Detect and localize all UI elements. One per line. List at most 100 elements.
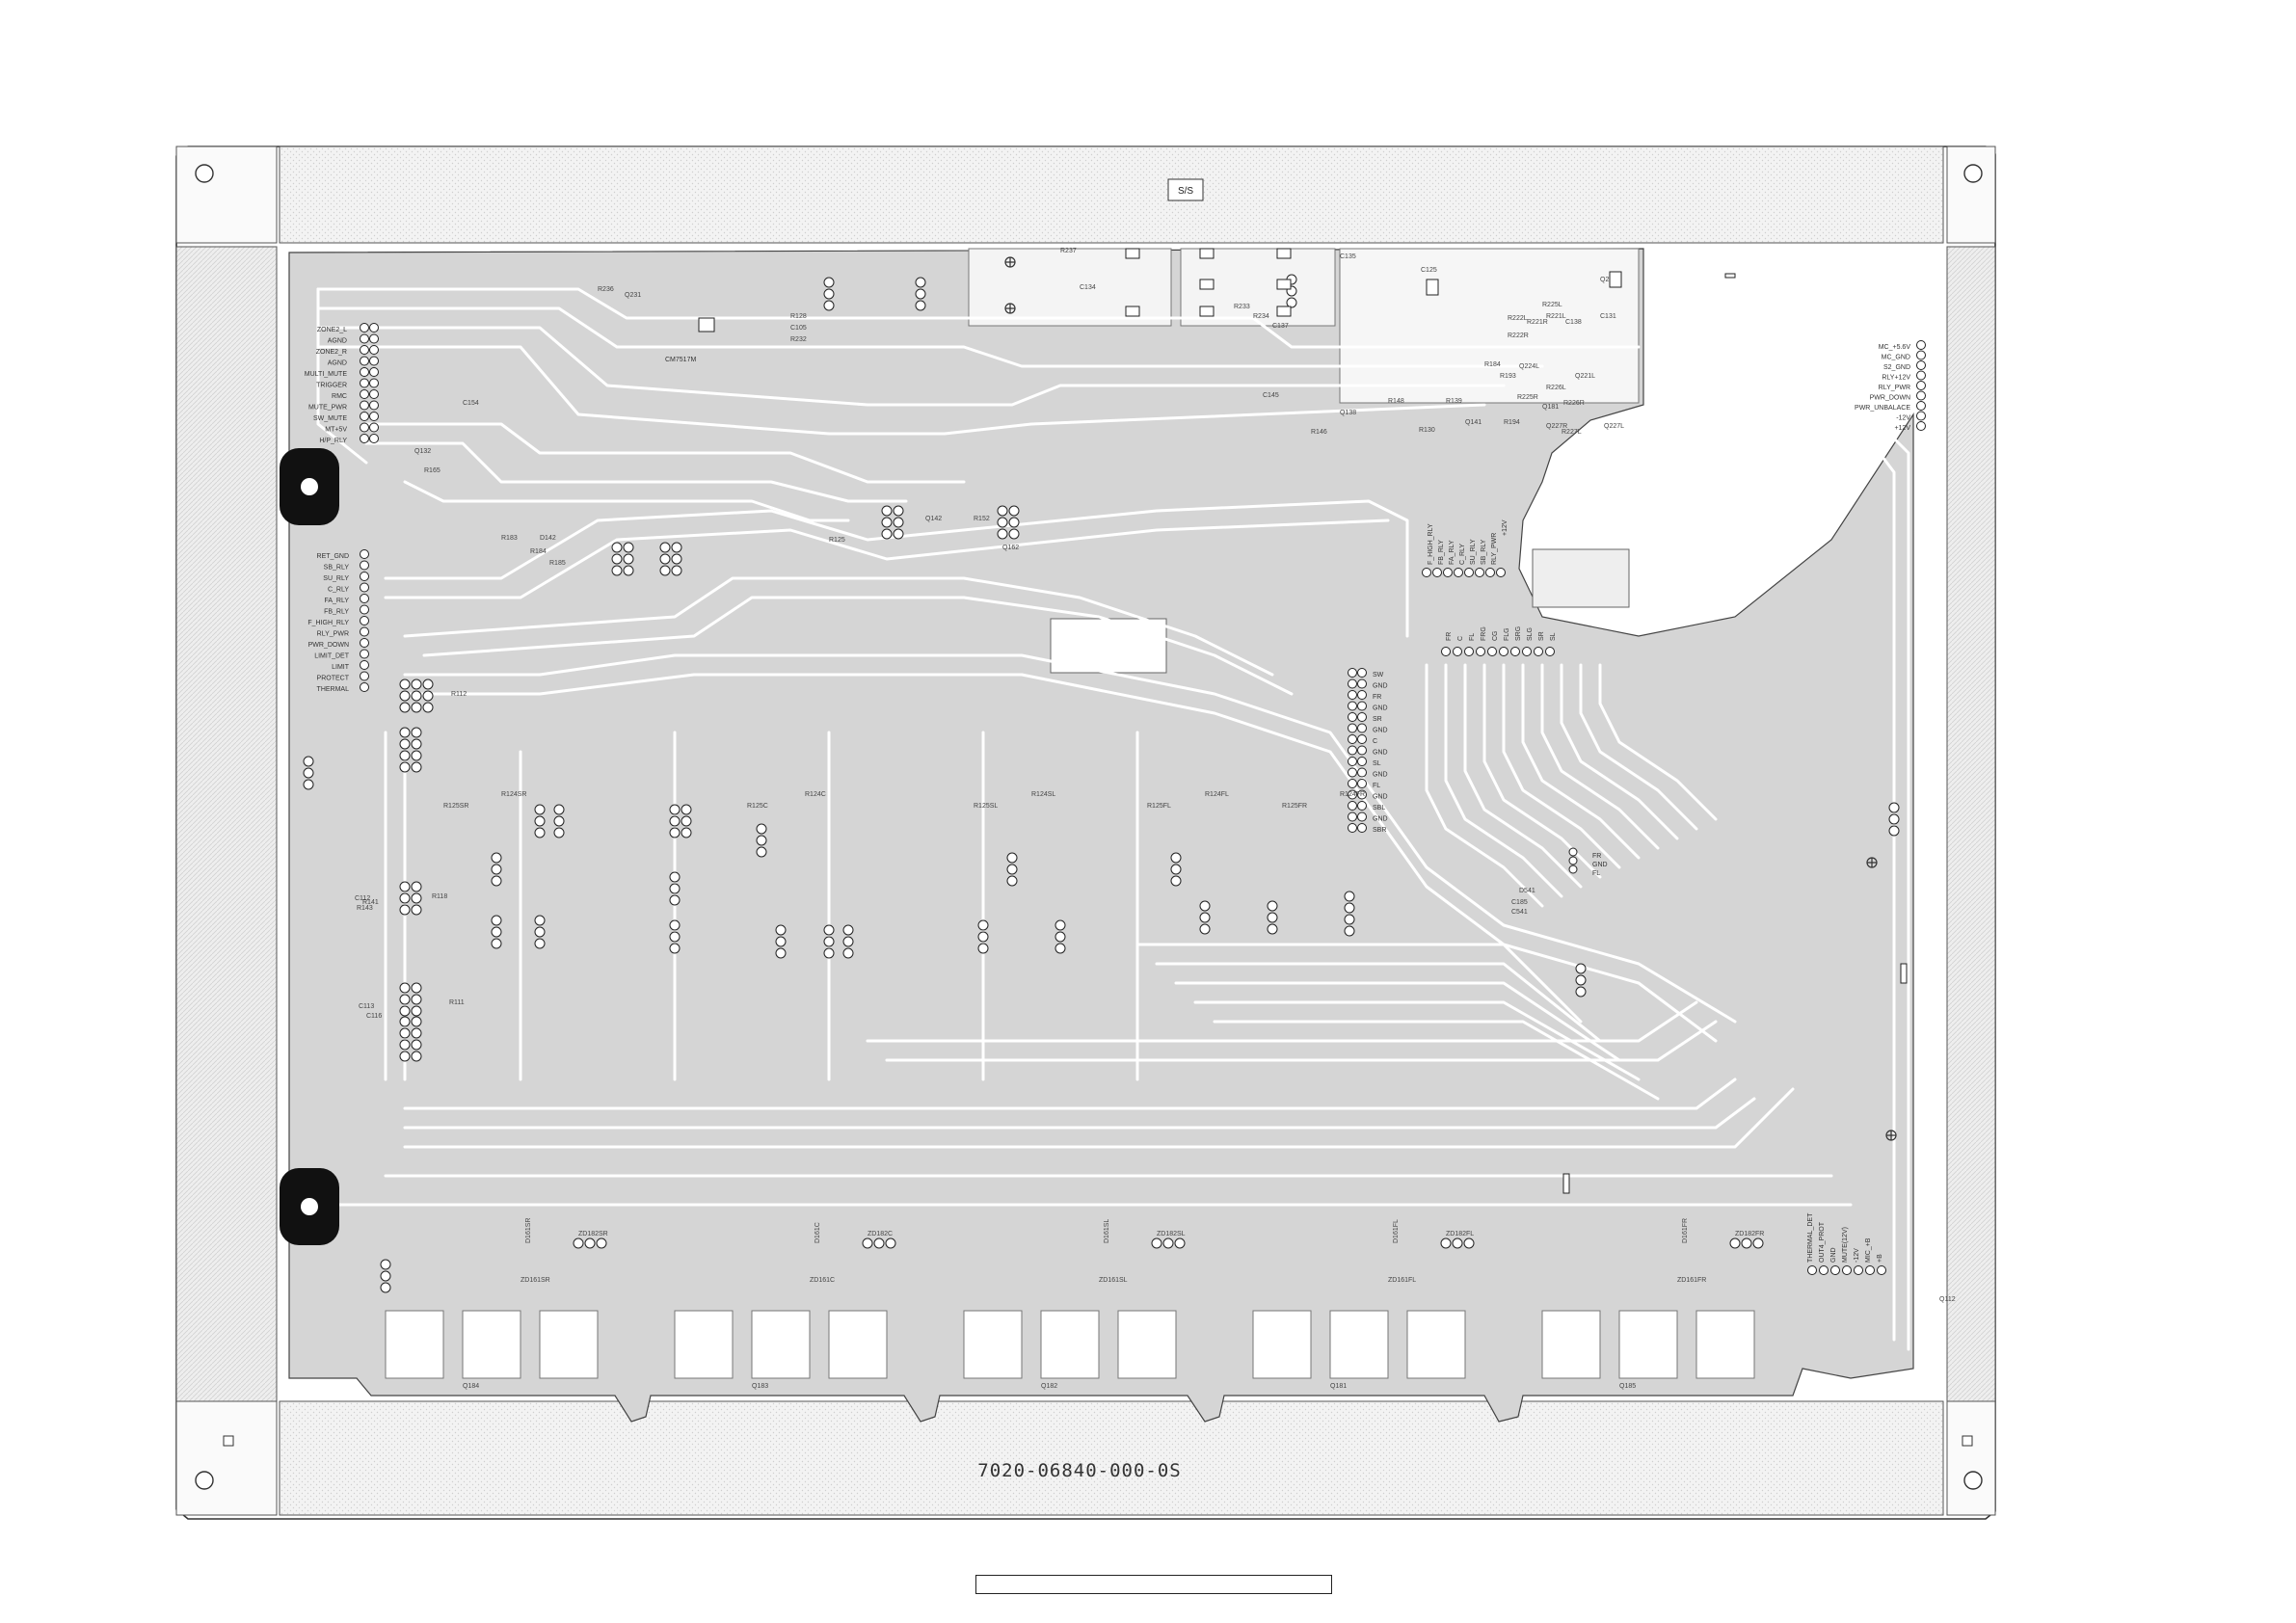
pin-pad [422, 678, 434, 690]
pin-pad [823, 936, 835, 947]
part-designator: C131 [1600, 313, 1616, 320]
connector-labels-left-top: ZONE2_LAGNDZONE2_RAGNDMULTI_MUTETRIGGERR… [305, 327, 348, 444]
pin-pad [553, 827, 565, 838]
pin-pad [360, 549, 369, 559]
pin-pad [611, 553, 623, 565]
pin-pad [553, 804, 565, 815]
pin-pad [1357, 812, 1367, 822]
channel-zener: ZD182SR [578, 1231, 608, 1237]
part-designator: Q138 [1340, 410, 1356, 416]
connector-label: +B [1877, 1254, 1883, 1263]
pin-pad [303, 756, 314, 767]
crosshair-marks [1004, 256, 1897, 1141]
connector-label: MC_+5.6V [1879, 344, 1911, 351]
pin-pad [1476, 647, 1485, 656]
channel-zener: ZD161SR [521, 1277, 550, 1284]
part-designator: R183 [501, 535, 518, 542]
header-center [1348, 668, 1367, 833]
pin-pad [1877, 1265, 1886, 1275]
part-designator: R221R [1527, 319, 1548, 326]
connector-label: THERMAL_DET [1807, 1212, 1814, 1263]
part-designator: R152 [974, 516, 990, 522]
part-designator: R236 [598, 286, 614, 293]
connector-label: RLY_PWR [1879, 385, 1910, 391]
connector-label: MULTI_MUTE [305, 371, 348, 378]
channel-zener: ZD182FR [1735, 1231, 1764, 1237]
pin-pad [399, 892, 411, 904]
channel-diode: D161SR [525, 1218, 532, 1243]
part-designator: Q162 [1002, 545, 1019, 551]
part-designator: R193 [1500, 373, 1516, 380]
pin-pad [823, 288, 835, 300]
pin-pad [1729, 1237, 1741, 1249]
pin-pad [669, 919, 681, 931]
connector-label: FB_RLY [1438, 540, 1445, 565]
pin-pad [1199, 900, 1211, 912]
channel-transistor: Q185 [1619, 1383, 1636, 1390]
part-designator: R139 [1446, 398, 1462, 405]
connector-labels-left-mid: RET_GNDSB_RLYSU_RLYC_RLYFA_RLYFB_RLYF_HI… [307, 553, 349, 693]
connector-label: RMC [332, 393, 347, 400]
pin-pad [360, 389, 369, 399]
connector-label: GND [1373, 794, 1388, 801]
pin-pad [1357, 701, 1367, 711]
pin-pad [1888, 813, 1900, 825]
connector-label: MIC_+B [1865, 1237, 1872, 1263]
pin-pad [360, 333, 369, 344]
pin-pad [1807, 1265, 1817, 1275]
pin-pad [671, 565, 682, 576]
pin-pad [399, 690, 411, 702]
pin-pad [1865, 1265, 1875, 1275]
pin-pad [411, 892, 422, 904]
part-designator: C113 [359, 1003, 374, 1010]
pin-pad [360, 367, 369, 377]
pin-pad [842, 936, 854, 947]
pin-pad [360, 604, 369, 615]
pin-pad [1575, 974, 1587, 986]
part-designator: R185 [549, 560, 566, 567]
connector-label: +12V [1894, 425, 1910, 432]
pin-pad [422, 690, 434, 702]
part-designator: R143 [357, 905, 373, 912]
pin-pad [369, 389, 379, 399]
connector-label: FA_RLY [324, 598, 349, 604]
connector-label: FL [1373, 783, 1380, 789]
connector-label: F_HIGH_RLY [1428, 523, 1434, 565]
channel-resistor: R124FR [1340, 791, 1365, 798]
pin-pad [411, 690, 422, 702]
part-designator: R222L [1508, 315, 1528, 322]
pin-pad [1916, 340, 1926, 350]
pin-pad [669, 883, 681, 894]
pin-pad [669, 943, 681, 954]
connector-label: MUTE_PWR [308, 405, 347, 412]
pin-pad [1534, 647, 1543, 656]
part-designator: C138 [1565, 319, 1582, 326]
connector-label: SU_RLY [323, 575, 349, 582]
pin-pad [997, 528, 1008, 540]
pin-pad [1344, 925, 1355, 937]
channel-resistor: R125FL [1147, 803, 1171, 810]
connector-label: FLG [1504, 627, 1510, 641]
frame-corner-bl [175, 1400, 278, 1516]
part-designator: R130 [1419, 427, 1435, 434]
traces [316, 287, 1910, 1351]
pin-pad [1344, 891, 1355, 902]
channel-resistor: R125C [747, 803, 768, 810]
pin-pad [873, 1237, 885, 1249]
pin-pad [399, 727, 411, 738]
pin-pad [775, 936, 787, 947]
board-part-number: 7020-06840-000-0S [977, 1460, 1181, 1481]
pin-pad [881, 505, 893, 517]
pin-pad [1357, 712, 1367, 722]
part-designator: R232 [790, 336, 807, 343]
header-left-top [360, 323, 379, 443]
part-designator: C541 [1511, 909, 1528, 916]
connector-label: AGND [328, 360, 347, 367]
pin-pad [1463, 1237, 1475, 1249]
part-designator: R125 [829, 537, 845, 544]
pin-pad [1916, 421, 1926, 431]
channel-resistor: R125SL [974, 803, 998, 810]
pin-pad [611, 542, 623, 553]
pin-pad [669, 871, 681, 883]
connector-label: FA_RLY [1449, 540, 1455, 565]
